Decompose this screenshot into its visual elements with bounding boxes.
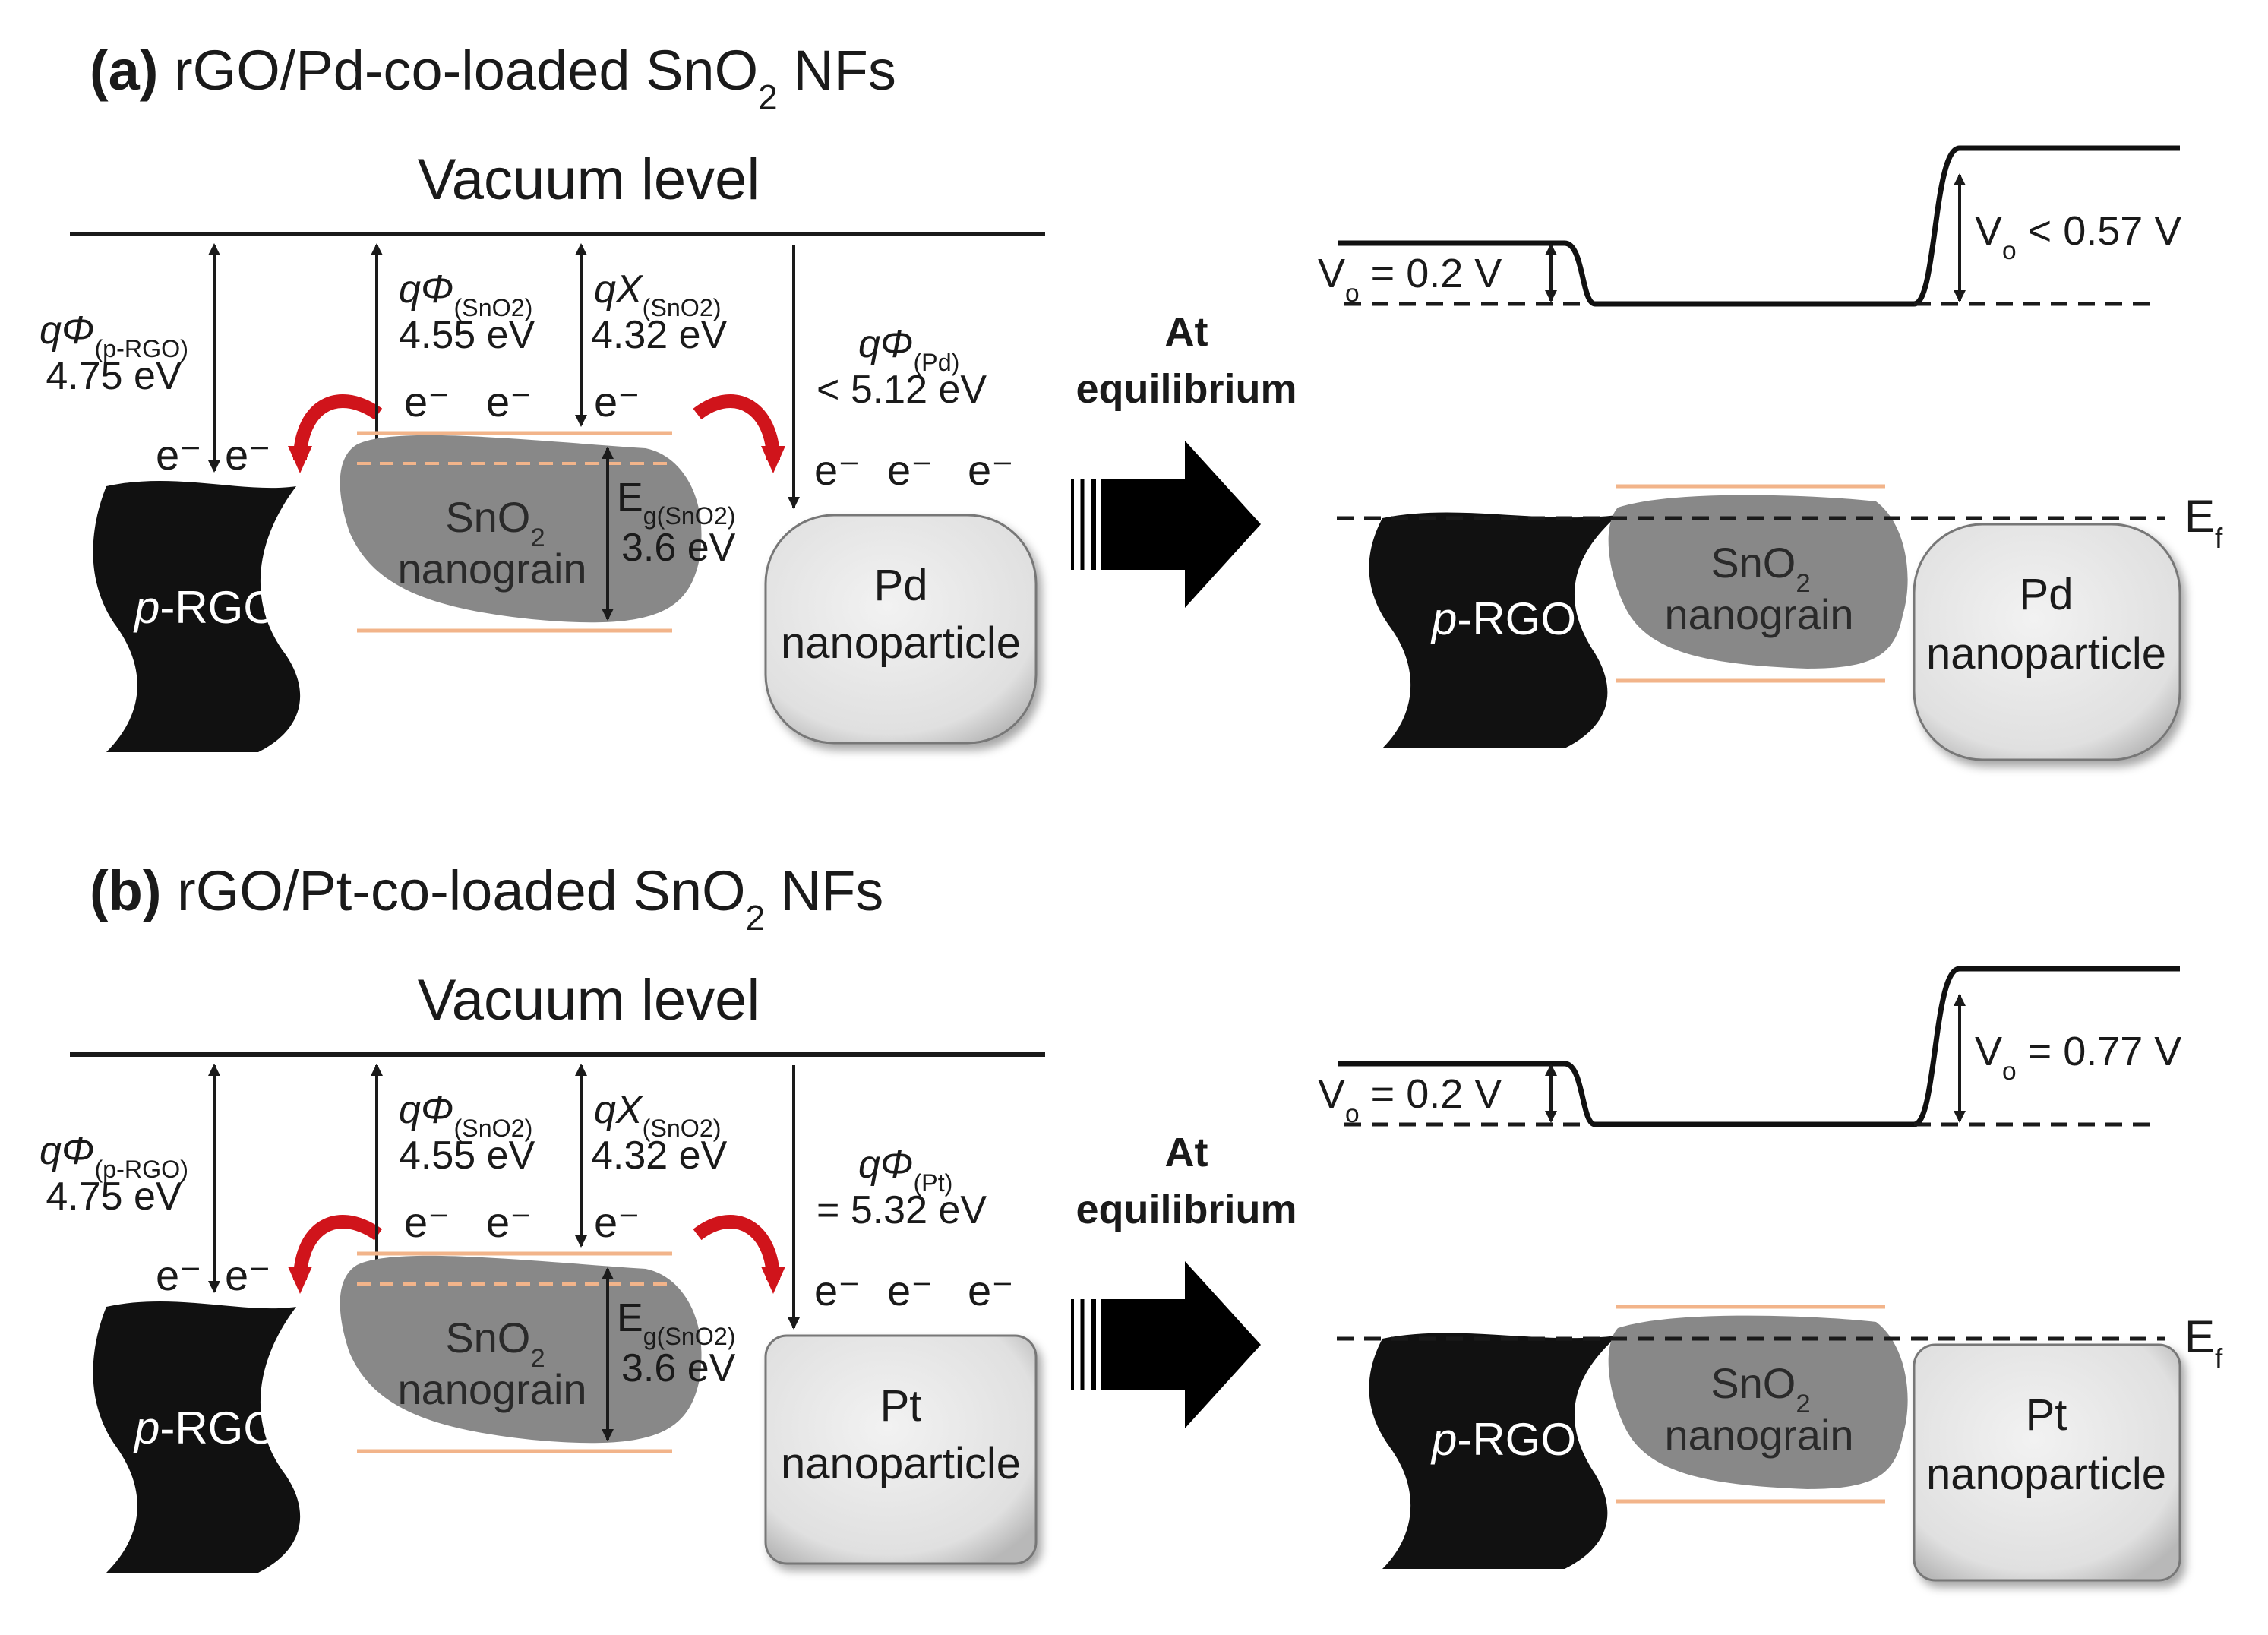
- sno2-nanograin-label-1: SnO2: [445, 1314, 545, 1373]
- work-function-sno2-symbol: qΦ(SnO2): [399, 1088, 532, 1142]
- fermi-level-label: Ef: [2184, 1311, 2223, 1374]
- metal-nanoparticle-label-1: Pt: [880, 1381, 922, 1431]
- equilibrium-label-1: At: [1165, 309, 1208, 355]
- eq-p-rgo-label: p-RGO: [1430, 1414, 1576, 1465]
- equilibrium-label-2: equilibrium: [1076, 366, 1297, 412]
- eq-sno2-label-2: nanograin: [1664, 590, 1853, 638]
- p-rgo-shape: [93, 480, 301, 752]
- sno2-nanograin-label-2: nanograin: [397, 1365, 586, 1413]
- electron-rgo-right: e⁻: [225, 1251, 271, 1299]
- vacuum-level-label: Vacuum level: [418, 147, 760, 212]
- band-gap-value: 3.6 eV: [621, 526, 736, 570]
- band-gap-symbol: Eg(SnO2): [617, 1296, 736, 1350]
- eq-metal-label-2: nanoparticle: [1926, 629, 2166, 678]
- equilibrium-label-2: equilibrium: [1076, 1187, 1297, 1232]
- barrier-right-label: Vo = 0.77 V: [1975, 1029, 2181, 1086]
- work-function-rgo-symbol: qΦ(p-RGO): [39, 1129, 188, 1183]
- eq-p-rgo-label: p-RGO: [1430, 593, 1576, 644]
- eq-metal-label-1: Pt: [2026, 1390, 2067, 1440]
- electron-metal-3: e⁻: [968, 1267, 1014, 1314]
- electron-rgo-right: e⁻: [225, 431, 271, 479]
- electron-rgo-left: e⁻: [156, 1251, 202, 1299]
- sno2-nanograin-label-2: nanograin: [397, 545, 586, 593]
- electron-affinity-symbol: qΧ(SnO2): [594, 1088, 722, 1142]
- eq-p-rgo-shape: [1369, 1333, 1618, 1569]
- eq-p-rgo-shape: [1369, 512, 1618, 748]
- electron-affinity-value: 4.32 eV: [591, 1134, 728, 1178]
- work-function-sno2-value: 4.55 eV: [399, 1134, 535, 1178]
- work-function-rgo-value: 4.75 eV: [46, 1175, 182, 1219]
- electron-transfer-left-arrow: [288, 1215, 383, 1294]
- band-gap-symbol: Eg(SnO2): [617, 476, 736, 530]
- panel-title: (a) rGO/Pd-co-loaded SnO2 NFs: [90, 39, 896, 117]
- sno2-nanograin-label-1: SnO2: [445, 493, 545, 552]
- electron-metal-3: e⁻: [968, 446, 1014, 494]
- eq-metal-nanoparticle-shape: [1913, 523, 2181, 761]
- p-rgo-shape: [93, 1301, 301, 1573]
- barrier-left-label: Vo = 0.2 V: [1318, 1071, 1502, 1128]
- metal-nanoparticle-label-1: Pd: [874, 561, 928, 610]
- electron-transfer-right-arrow: [693, 394, 785, 473]
- band-gap-value: 3.6 eV: [621, 1346, 736, 1390]
- work-function-sno2-symbol: qΦ(SnO2): [399, 267, 532, 321]
- eq-sno2-label-2: nanograin: [1664, 1411, 1853, 1459]
- electron-affinity-symbol: qΧ(SnO2): [594, 267, 722, 321]
- electron-sno2-3: e⁻: [594, 378, 640, 425]
- electron-metal-1: e⁻: [814, 1267, 861, 1314]
- work-function-metal-value: < 5.12 eV: [817, 368, 987, 412]
- work-function-metal-symbol: qΦ(Pd): [858, 322, 959, 376]
- electron-metal-1: e⁻: [814, 446, 861, 494]
- p-rgo-label: p-RGO: [133, 582, 279, 633]
- work-function-metal-symbol: qΦ(Pt): [858, 1143, 952, 1197]
- vacuum-level-label: Vacuum level: [418, 968, 760, 1033]
- electron-affinity-value: 4.32 eV: [591, 313, 728, 357]
- electron-sno2-1: e⁻: [404, 1198, 450, 1246]
- electron-sno2-2: e⁻: [486, 378, 532, 425]
- electron-sno2-1: e⁻: [404, 378, 450, 425]
- metal-nanoparticle-shape: [764, 514, 1038, 745]
- equilibrium-arrow: [1101, 441, 1261, 608]
- barrier-left-label: Vo = 0.2 V: [1318, 251, 1502, 308]
- work-function-metal-value: = 5.32 eV: [817, 1188, 987, 1232]
- eq-sno2-nanograin-shape: [1608, 495, 1908, 669]
- barrier-right-label: Vo < 0.57 V: [1975, 208, 2181, 265]
- fermi-level-label: Ef: [2184, 491, 2223, 554]
- panel-title: (b) rGO/Pt-co-loaded SnO2 NFs: [90, 859, 883, 938]
- electron-transfer-left-arrow: [288, 394, 383, 473]
- work-function-rgo-value: 4.75 eV: [46, 354, 182, 398]
- electron-metal-2: e⁻: [887, 1267, 933, 1314]
- equilibrium-arrow: [1101, 1261, 1261, 1428]
- equilibrium-label-1: At: [1165, 1130, 1208, 1175]
- metal-nanoparticle-label-2: nanoparticle: [781, 618, 1021, 668]
- metal-nanoparticle-shape: [764, 1334, 1038, 1565]
- electron-rgo-left: e⁻: [156, 431, 202, 479]
- p-rgo-label: p-RGO: [133, 1403, 279, 1453]
- eq-sno2-nanograin-shape: [1608, 1315, 1908, 1489]
- electron-sno2-3: e⁻: [594, 1198, 640, 1246]
- electron-transfer-right-arrow: [693, 1215, 785, 1294]
- electron-sno2-2: e⁻: [486, 1198, 532, 1246]
- work-function-rgo-symbol: qΦ(p-RGO): [39, 308, 188, 362]
- eq-sno2-label-1: SnO2: [1710, 539, 1810, 598]
- eq-sno2-label-1: SnO2: [1710, 1359, 1810, 1418]
- eq-metal-label-2: nanoparticle: [1926, 1450, 2166, 1499]
- work-function-sno2-value: 4.55 eV: [399, 313, 535, 357]
- eq-metal-label-1: Pd: [2020, 570, 2074, 619]
- metal-nanoparticle-label-2: nanoparticle: [781, 1439, 1021, 1488]
- eq-metal-nanoparticle-shape: [1913, 1343, 2181, 1582]
- electron-metal-2: e⁻: [887, 446, 933, 494]
